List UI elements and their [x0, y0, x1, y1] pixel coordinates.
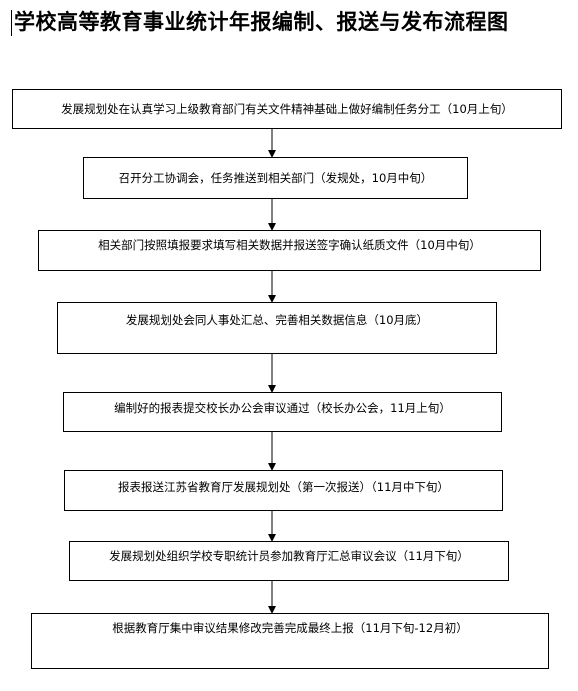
- flow-step-text: 报表报送江苏省教育厅发展规划处（第一次报送）（11月中下旬）: [118, 480, 449, 494]
- flow-step-8: 根据教育厅集中审议结果修改完善完成最终上报（11月下旬-12月初）: [31, 613, 549, 669]
- flow-step-1: 发展规划处在认真学习上级教育部门有关文件精神基础上做好编制任务分工（10月上旬）: [12, 89, 562, 129]
- flow-step-text: 根据教育厅集中审议结果修改完善完成最终上报（11月下旬-12月初）: [112, 621, 468, 635]
- flow-step-2: 召开分工协调会，任务推送到相关部门（发规处，10月中旬）: [83, 157, 468, 199]
- flow-step-text: 发展规划处会同人事处汇总、完善相关数据信息（10月底）: [125, 313, 429, 327]
- text-cursor: [11, 10, 12, 36]
- flow-step-4: 发展规划处会同人事处汇总、完善相关数据信息（10月底）: [57, 302, 497, 354]
- document-title: 学校高等教育事业统计年报编制、报送与发布流程图: [14, 10, 509, 34]
- flow-step-7: 发展规划处组织学校专职统计员参加教育厅汇总审议会议（11月下旬）: [69, 541, 509, 581]
- flow-step-text: 发展规划处在认真学习上级教育部门有关文件精神基础上做好编制任务分工（10月上旬）: [61, 102, 513, 116]
- flow-step-text: 相关部门按照填报要求填写相关数据并报送签字确认纸质文件（10月中旬）: [98, 238, 481, 252]
- flow-step-text: 发展规划处组织学校专职统计员参加教育厅汇总审议会议（11月下旬）: [109, 549, 469, 563]
- flow-step-3: 相关部门按照填报要求填写相关数据并报送签字确认纸质文件（10月中旬）: [38, 230, 541, 271]
- flow-step-6: 报表报送江苏省教育厅发展规划处（第一次报送）（11月中下旬）: [64, 470, 503, 511]
- flow-step-5: 编制好的报表提交校长办公会审议通过（校长办公会，11月上旬）: [63, 392, 502, 432]
- flow-step-text: 召开分工协调会，任务推送到相关部门（发规处，10月中旬）: [118, 171, 433, 185]
- flow-step-text: 编制好的报表提交校长办公会审议通过（校长办公会，11月上旬）: [114, 401, 451, 415]
